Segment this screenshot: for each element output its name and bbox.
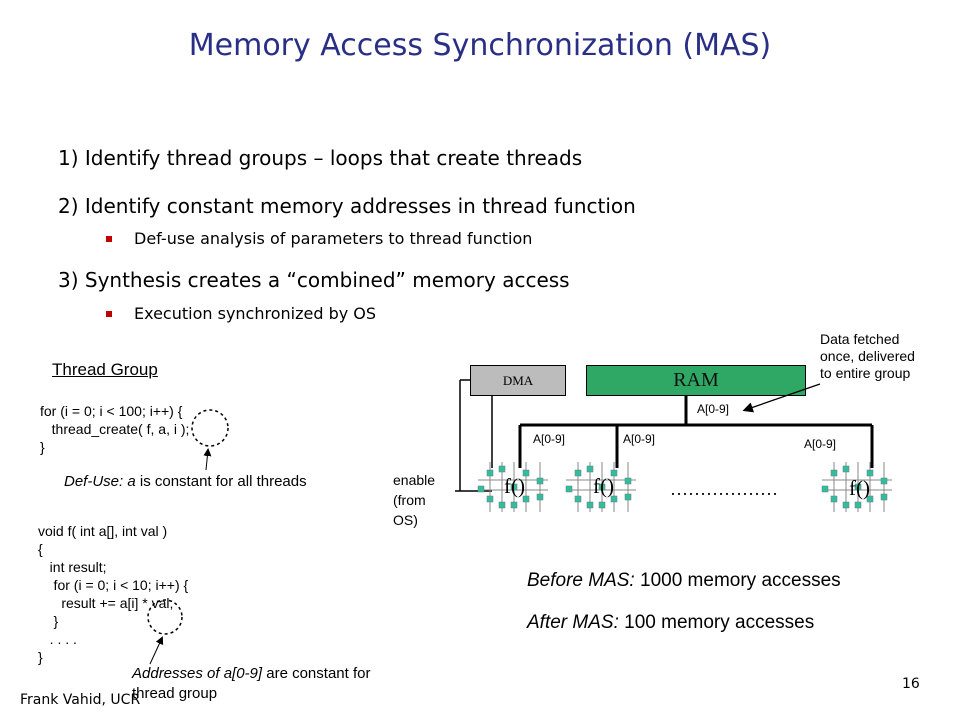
code-line: for (i = 0; i < 100; i++) { bbox=[40, 403, 183, 419]
page-number: 16 bbox=[902, 676, 920, 692]
code-line: result += a[i] * val; bbox=[38, 595, 174, 611]
addresses-note-line2: thread group bbox=[132, 685, 218, 702]
thread-group-code: for (i = 0; i < 100; i++) { thread_creat… bbox=[40, 402, 189, 456]
code-line: . . . . bbox=[38, 631, 77, 647]
author-footer: Frank Vahid, UCR bbox=[20, 692, 141, 708]
after-mas: After MAS: 100 memory accesses bbox=[527, 612, 814, 634]
def-use-note-italic: Def-Use: a bbox=[64, 473, 136, 490]
fetch-arrow bbox=[742, 383, 821, 413]
code-line: } bbox=[38, 649, 43, 665]
after-mas-label: After MAS: bbox=[527, 612, 619, 633]
code-line: thread_create( f, a, i ); bbox=[40, 421, 190, 437]
branch-label: A[0-9] bbox=[804, 437, 837, 451]
dma-label: DMA bbox=[502, 372, 534, 388]
bus-label: A[0-9] bbox=[697, 402, 730, 416]
arrow-addresses bbox=[149, 636, 164, 665]
step-1: 1) Identify thread groups – loops that c… bbox=[58, 146, 583, 170]
ellipsis: ……………… bbox=[670, 479, 778, 499]
step-3: 3) Synthesis creates a “combined” memory… bbox=[58, 268, 570, 292]
arrow-def-use bbox=[203, 448, 212, 471]
before-mas-value: 1000 memory accesses bbox=[634, 570, 841, 591]
bullet-square bbox=[106, 311, 112, 317]
fetch-note: Data fetched once, delivered to entire g… bbox=[820, 331, 915, 382]
chip-icon bbox=[565, 462, 636, 512]
bullet-square bbox=[106, 236, 112, 242]
enable-note-line: (from bbox=[393, 492, 426, 508]
addresses-note-italic: Addresses of a[0-9] bbox=[132, 665, 263, 682]
chip-icon bbox=[477, 462, 548, 512]
chip-icon bbox=[821, 462, 892, 512]
before-mas: Before MAS: 1000 memory accesses bbox=[527, 570, 841, 592]
step-2-sub: Def-use analysis of parameters to thread… bbox=[134, 229, 533, 248]
fetch-note-line: once, delivered bbox=[820, 348, 915, 364]
after-mas-value: 100 memory accesses bbox=[618, 612, 815, 633]
enable-note-line: OS) bbox=[393, 512, 418, 528]
enable-note-line: enable bbox=[393, 472, 436, 488]
dma-block: DMA bbox=[470, 365, 566, 396]
function-code: void f( int a[], int val ) { int result;… bbox=[38, 522, 188, 666]
slide-title: Memory Access Synchronization (MAS) bbox=[188, 28, 772, 63]
code-line: void f( int a[], int val ) bbox=[38, 523, 168, 539]
def-use-note-rest: is constant for all threads bbox=[135, 473, 307, 490]
thread-group-heading: Thread Group bbox=[52, 360, 158, 379]
highlight-circle-a bbox=[191, 409, 229, 447]
code-line: { bbox=[38, 541, 43, 557]
enable-note: enable (from OS) bbox=[393, 470, 435, 530]
fetch-note-line: Data fetched bbox=[820, 331, 900, 347]
step-3-sub: Execution synchronized by OS bbox=[134, 304, 377, 323]
fetch-note-line: to entire group bbox=[820, 365, 911, 381]
step-2: 2) Identify constant memory addresses in… bbox=[58, 194, 636, 218]
func-label: f() bbox=[504, 474, 525, 498]
code-line: for (i = 0; i < 10; i++) { bbox=[38, 577, 189, 593]
code-line: } bbox=[40, 439, 45, 455]
func-label: f() bbox=[849, 476, 870, 500]
ram-label: RAM bbox=[673, 369, 719, 391]
highlight-circle-ai bbox=[147, 599, 183, 635]
branch-label: A[0-9] bbox=[533, 432, 566, 446]
def-use-note: Def-Use: a is constant for all threads bbox=[64, 473, 307, 490]
branch-label: A[0-9] bbox=[623, 432, 656, 446]
code-line: } bbox=[38, 613, 59, 629]
ram-block: RAM bbox=[586, 365, 806, 396]
code-line: int result; bbox=[38, 559, 107, 575]
addresses-note-rest: are constant for bbox=[262, 665, 371, 682]
func-label: f() bbox=[593, 474, 614, 498]
before-mas-label: Before MAS: bbox=[527, 570, 635, 591]
addresses-note: Addresses of a[0-9] are constant for thr… bbox=[132, 664, 370, 704]
